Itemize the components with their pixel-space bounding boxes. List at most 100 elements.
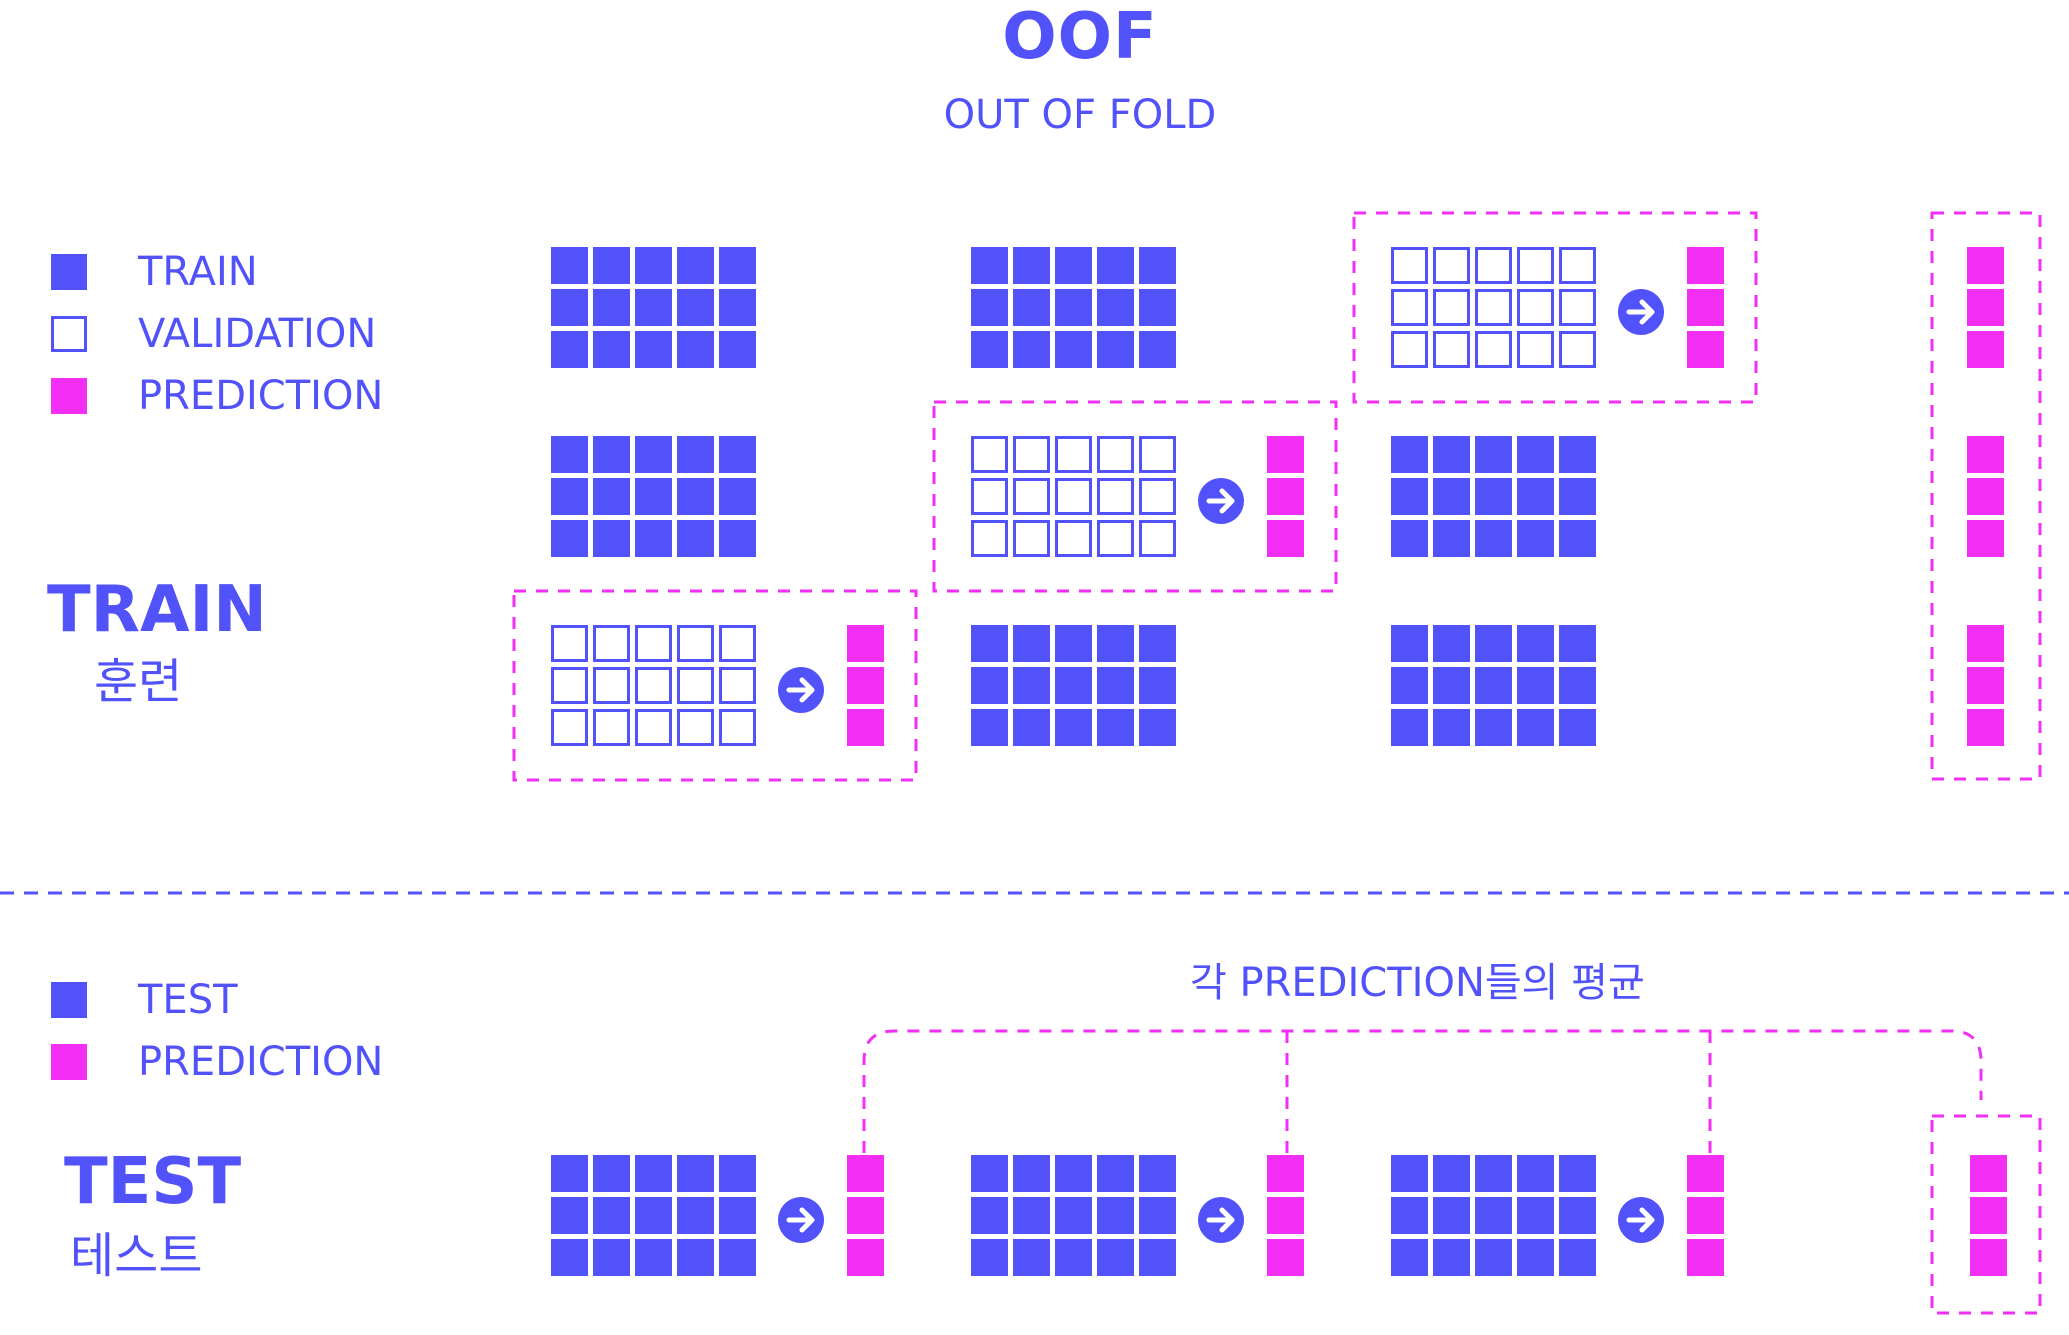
train-grid-cell [1097, 625, 1134, 662]
average-prediction-column-cell [1970, 1239, 2007, 1276]
train-grid-cell [593, 247, 630, 284]
train-grid-cell [1097, 289, 1134, 326]
legend-test-label: TEST [138, 977, 238, 1023]
test-grid-cell [1517, 1155, 1554, 1192]
validation-grid-cell [551, 709, 588, 746]
train-grid-cell [1139, 331, 1176, 368]
train-grid-cell [677, 289, 714, 326]
test-grid-cell [1055, 1239, 1092, 1276]
validation-grid-cell [551, 625, 588, 662]
test-grid-cell [593, 1239, 630, 1276]
train-grid-cell [1517, 478, 1554, 515]
validation-grid-cell [1433, 331, 1470, 368]
train-grid-cell [1475, 520, 1512, 557]
train-grid-cell [1559, 709, 1596, 746]
train-grid-cell [1013, 709, 1050, 746]
page-title: OOF [1002, 0, 1158, 74]
validation-grid-cell [677, 625, 714, 662]
train-grid-cell [1139, 625, 1176, 662]
train-grid-cell [1055, 667, 1092, 704]
test-grid-cell [1559, 1239, 1596, 1276]
test-grid-cell [719, 1239, 756, 1276]
train-grid-cell [1559, 520, 1596, 557]
validation-grid-cell [1433, 247, 1470, 284]
train-grid-cell [1013, 331, 1050, 368]
test-grid-cell [971, 1239, 1008, 1276]
average-connector [862, 1029, 1983, 1153]
train-grid-cell [719, 478, 756, 515]
train-grid-cell [635, 331, 672, 368]
train-grid-cell [1055, 289, 1092, 326]
train-grid-cell [1055, 331, 1092, 368]
legend-validation-swatch [51, 316, 87, 352]
test-grid-cell [635, 1155, 672, 1192]
test-grid-cell [1433, 1239, 1470, 1276]
train-grid-cell [1391, 436, 1428, 473]
validation-grid-cell [1097, 436, 1134, 473]
train-grid-cell [1097, 667, 1134, 704]
test-grid-cell [677, 1197, 714, 1234]
validation-grid-cell [593, 625, 630, 662]
validation-grid-cell [1055, 436, 1092, 473]
prediction-column-cell [1267, 520, 1304, 557]
train-grid-cell [971, 667, 1008, 704]
prediction-column-cell [1687, 331, 1724, 368]
validation-grid-cell [635, 625, 672, 662]
oof-box [1930, 211, 2042, 781]
validation-grid-cell [635, 709, 672, 746]
prediction-column-cell [847, 709, 884, 746]
prediction-column-cell [1687, 247, 1724, 284]
validation-grid-cell [1097, 478, 1134, 515]
oof-prediction-column-cell [1967, 289, 2004, 326]
test-grid-cell [551, 1155, 588, 1192]
train-grid-cell [1097, 709, 1134, 746]
train-grid-cell [1139, 247, 1176, 284]
train-section-label-kor: 훈련 [94, 654, 183, 710]
train-grid-cell [1391, 625, 1428, 662]
oof-prediction-column-cell [1967, 247, 2004, 284]
train-grid-cell [1475, 478, 1512, 515]
train-grid-cell [719, 520, 756, 557]
fold-highlight-box [932, 400, 1338, 593]
test-grid-cell [1097, 1155, 1134, 1192]
train-grid-cell [551, 331, 588, 368]
train-grid-cell [1559, 625, 1596, 662]
prediction-column-cell [1267, 478, 1304, 515]
validation-grid-cell [971, 436, 1008, 473]
train-grid-cell [971, 331, 1008, 368]
train-grid-cell [1475, 625, 1512, 662]
test-grid-cell [1139, 1239, 1176, 1276]
oof-prediction-column-cell [1967, 709, 2004, 746]
validation-grid-cell [1055, 520, 1092, 557]
train-grid-cell [971, 625, 1008, 662]
test-section-label-kor: 테스트 [70, 1228, 203, 1284]
test-grid-cell [1475, 1239, 1512, 1276]
train-grid-cell [593, 289, 630, 326]
validation-grid-cell [1391, 331, 1428, 368]
test-grid-cell [1391, 1197, 1428, 1234]
train-grid-cell [593, 520, 630, 557]
train-grid-cell [1097, 331, 1134, 368]
train-grid-cell [1517, 436, 1554, 473]
oof-prediction-column-cell [1967, 625, 2004, 662]
test-grid-cell [1517, 1197, 1554, 1234]
test-prediction-column-cell [847, 1155, 884, 1192]
arrow-icon-glyph [1626, 299, 1655, 325]
validation-grid-cell [1517, 289, 1554, 326]
fold-highlight-box [1352, 211, 1758, 404]
average-box [1930, 1114, 2042, 1315]
test-grid-cell [1139, 1197, 1176, 1234]
validation-grid-cell [719, 709, 756, 746]
legend-test-swatch [51, 982, 87, 1018]
train-grid-cell [635, 520, 672, 557]
train-grid-cell [677, 331, 714, 368]
train-grid-cell [719, 331, 756, 368]
validation-grid-cell [677, 709, 714, 746]
test-grid-cell [1475, 1155, 1512, 1192]
validation-grid-cell [1391, 247, 1428, 284]
test-grid-cell [677, 1239, 714, 1276]
train-grid-cell [719, 436, 756, 473]
test-section-label: TEST [64, 1145, 242, 1219]
test-grid-cell [1433, 1197, 1470, 1234]
